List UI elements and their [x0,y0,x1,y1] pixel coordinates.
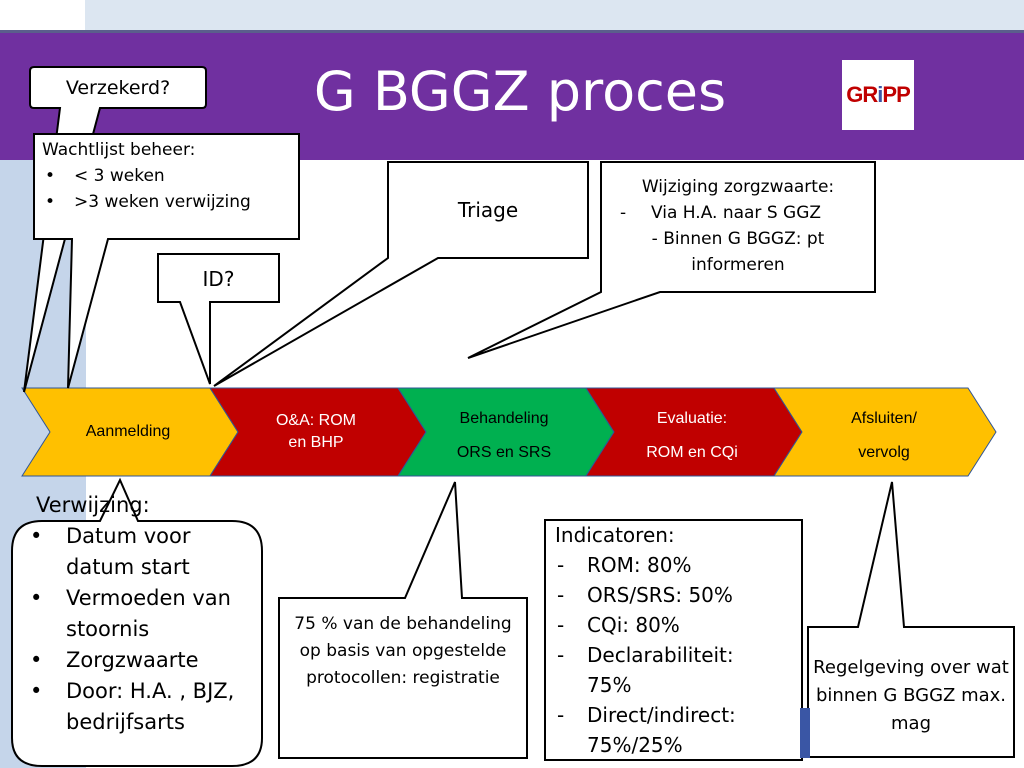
verwijzing-item: •Datum voor datum start [30,524,191,579]
partial-logo-fragment [800,708,810,758]
slide-title: G BGGZ proces [313,60,727,123]
indicator-item: -CQi: 80% [557,613,680,637]
verwijzing-item: •Door: H.A. , BJZ, bedrijfsarts [30,679,235,734]
verwijzing-item: •Vermoeden van stoornis [30,586,231,641]
indicator-item: -Direct/indirect: 75%/25% [557,703,736,757]
callout-verwijzing-shape [11,477,263,767]
wachtlijst-item: •>3 weken verwijzing [45,192,251,212]
wijziging-line2: -Via H.A. naar S GGZ [620,203,822,223]
process-step-aanmelding-label: Aanmelding [85,423,171,440]
top-band-left [0,0,85,30]
callout-id-shape [157,253,280,385]
callout-verzekerd-text: Verzekerd? [65,77,171,99]
indicatoren-text: Indicatoren: -ROM: 80% -ORS/SRS: 50% -CQ… [555,520,795,760]
wijziging-line1: Wijziging zorgzwaarte: [641,177,835,197]
gripp-logo: GRiPP [842,60,914,130]
wijziging-line4: informeren [691,255,785,275]
wijziging-line3: - Binnen G BGGZ: pt [651,229,825,249]
callout-triage-text: Triage [457,198,519,222]
wachtlijst-item: •< 3 weken [45,166,165,186]
indicatoren-box [544,519,803,761]
indicator-item: -ORS/SRS: 50% [557,583,733,607]
verwijzing-heading: Verwijzing: [36,493,150,517]
callout-regelgeving-text: Regelgeving over wat binnen G BGGZ max. … [813,657,1009,734]
process-step-afsluiten-label: Afsluiten/vervolg [851,410,917,461]
callout-wijziging-shape [467,161,876,359]
wachtlijst-heading: Wachtlijst beheer: [42,140,196,160]
callout-wijziging-text: Wijziging zorgzwaarte: -Via H.A. naar S … [603,174,873,278]
callout-regelgeving-shape [807,481,1015,758]
indicator-item: -Declarabiliteit: 75% [557,643,734,697]
indicator-item: -ROM: 80% [557,553,692,577]
process-step-evaluatie-label: Evaluatie:ROM en CQi [646,410,738,461]
callout-triage-shape [213,161,589,387]
callout-wachtlijst-text: Wachtlijst beheer: •< 3 weken •>3 weken … [42,137,297,215]
callout-behandeling-note-text: 75 % van de behandeling op basis van opg… [294,614,512,688]
top-band [0,0,1024,30]
process-step-afsluiten-shape [773,387,997,477]
logo-text: GRiPP [846,82,910,107]
callout-wachtlijst-shape [33,133,300,389]
callout-behandeling-note-shape [278,481,528,759]
callout-verwijzing-text: Verwijzing: •Datum voor datum start •Ver… [30,490,256,738]
callout-id-text: ID? [202,267,235,291]
indicatoren-heading: Indicatoren: [555,523,675,547]
verwijzing-item: •Zorgzwaarte [30,648,199,672]
